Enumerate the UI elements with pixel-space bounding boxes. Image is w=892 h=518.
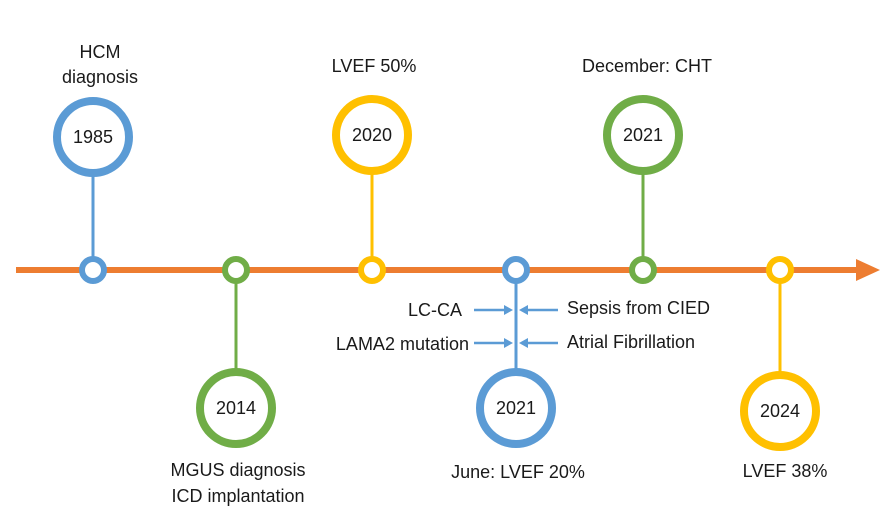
event-2020-marker	[358, 256, 386, 284]
event-1985-label-line-2: diagnosis	[62, 67, 138, 87]
side-note-lc-ca: LC-CA	[408, 300, 462, 320]
event-2020-year: 2020	[352, 125, 392, 145]
event-2021-june-year-circle	[476, 368, 556, 448]
event-2021-june-marker	[502, 256, 530, 284]
event-2020-year-circle	[332, 95, 412, 175]
side-note-lama2-mutation: LAMA2 mutation	[336, 334, 469, 354]
event-2020-label: LVEF 50%	[332, 56, 417, 76]
event-2024-label: LVEF 38%	[743, 461, 828, 481]
event-2021-june-label: June: LVEF 20%	[451, 462, 585, 482]
event-2021-june-year: 2021	[496, 398, 536, 418]
side-note-arrow-lama2	[474, 338, 513, 348]
event-2021-december: 2021 December: CHT	[582, 56, 712, 284]
event-2024-year-circle	[740, 371, 820, 451]
event-1985-label-line-1: HCM	[80, 42, 121, 62]
event-2014-label-line-2: ICD implantation	[171, 486, 304, 506]
event-2014: 2014 MGUS diagnosis ICD implantation	[170, 256, 306, 506]
side-note-arrow-lc-ca	[474, 305, 513, 315]
event-2021-december-year-circle	[603, 95, 683, 175]
event-1985-marker	[79, 256, 107, 284]
event-2014-marker	[222, 256, 250, 284]
event-2021-december-year: 2021	[623, 125, 663, 145]
event-2014-label-line-1: MGUS diagnosis	[170, 460, 305, 480]
event-2020: 2020 LVEF 50%	[332, 56, 417, 284]
timeline-arrowhead	[856, 259, 880, 281]
event-2024: 2024 LVEF 38%	[740, 256, 828, 481]
event-2021-june: 2021 June: LVEF 20% LC-CA LAMA2 mutation…	[336, 256, 710, 482]
event-2014-year-circle	[196, 368, 276, 448]
side-note-sepsis-from-cied: Sepsis from CIED	[567, 298, 710, 318]
side-note-atrial-fibrillation: Atrial Fibrillation	[567, 332, 695, 352]
side-note-arrow-sepsis	[519, 305, 558, 315]
event-2021-december-label: December: CHT	[582, 56, 712, 76]
event-1985-year: 1985	[73, 127, 113, 147]
event-1985: 1985 HCM diagnosis	[53, 42, 138, 284]
event-2024-marker	[766, 256, 794, 284]
event-2021-december-marker	[629, 256, 657, 284]
side-note-arrow-af	[519, 338, 558, 348]
event-2024-year: 2024	[760, 401, 800, 421]
event-1985-year-circle	[53, 97, 133, 177]
event-2014-year: 2014	[216, 398, 256, 418]
